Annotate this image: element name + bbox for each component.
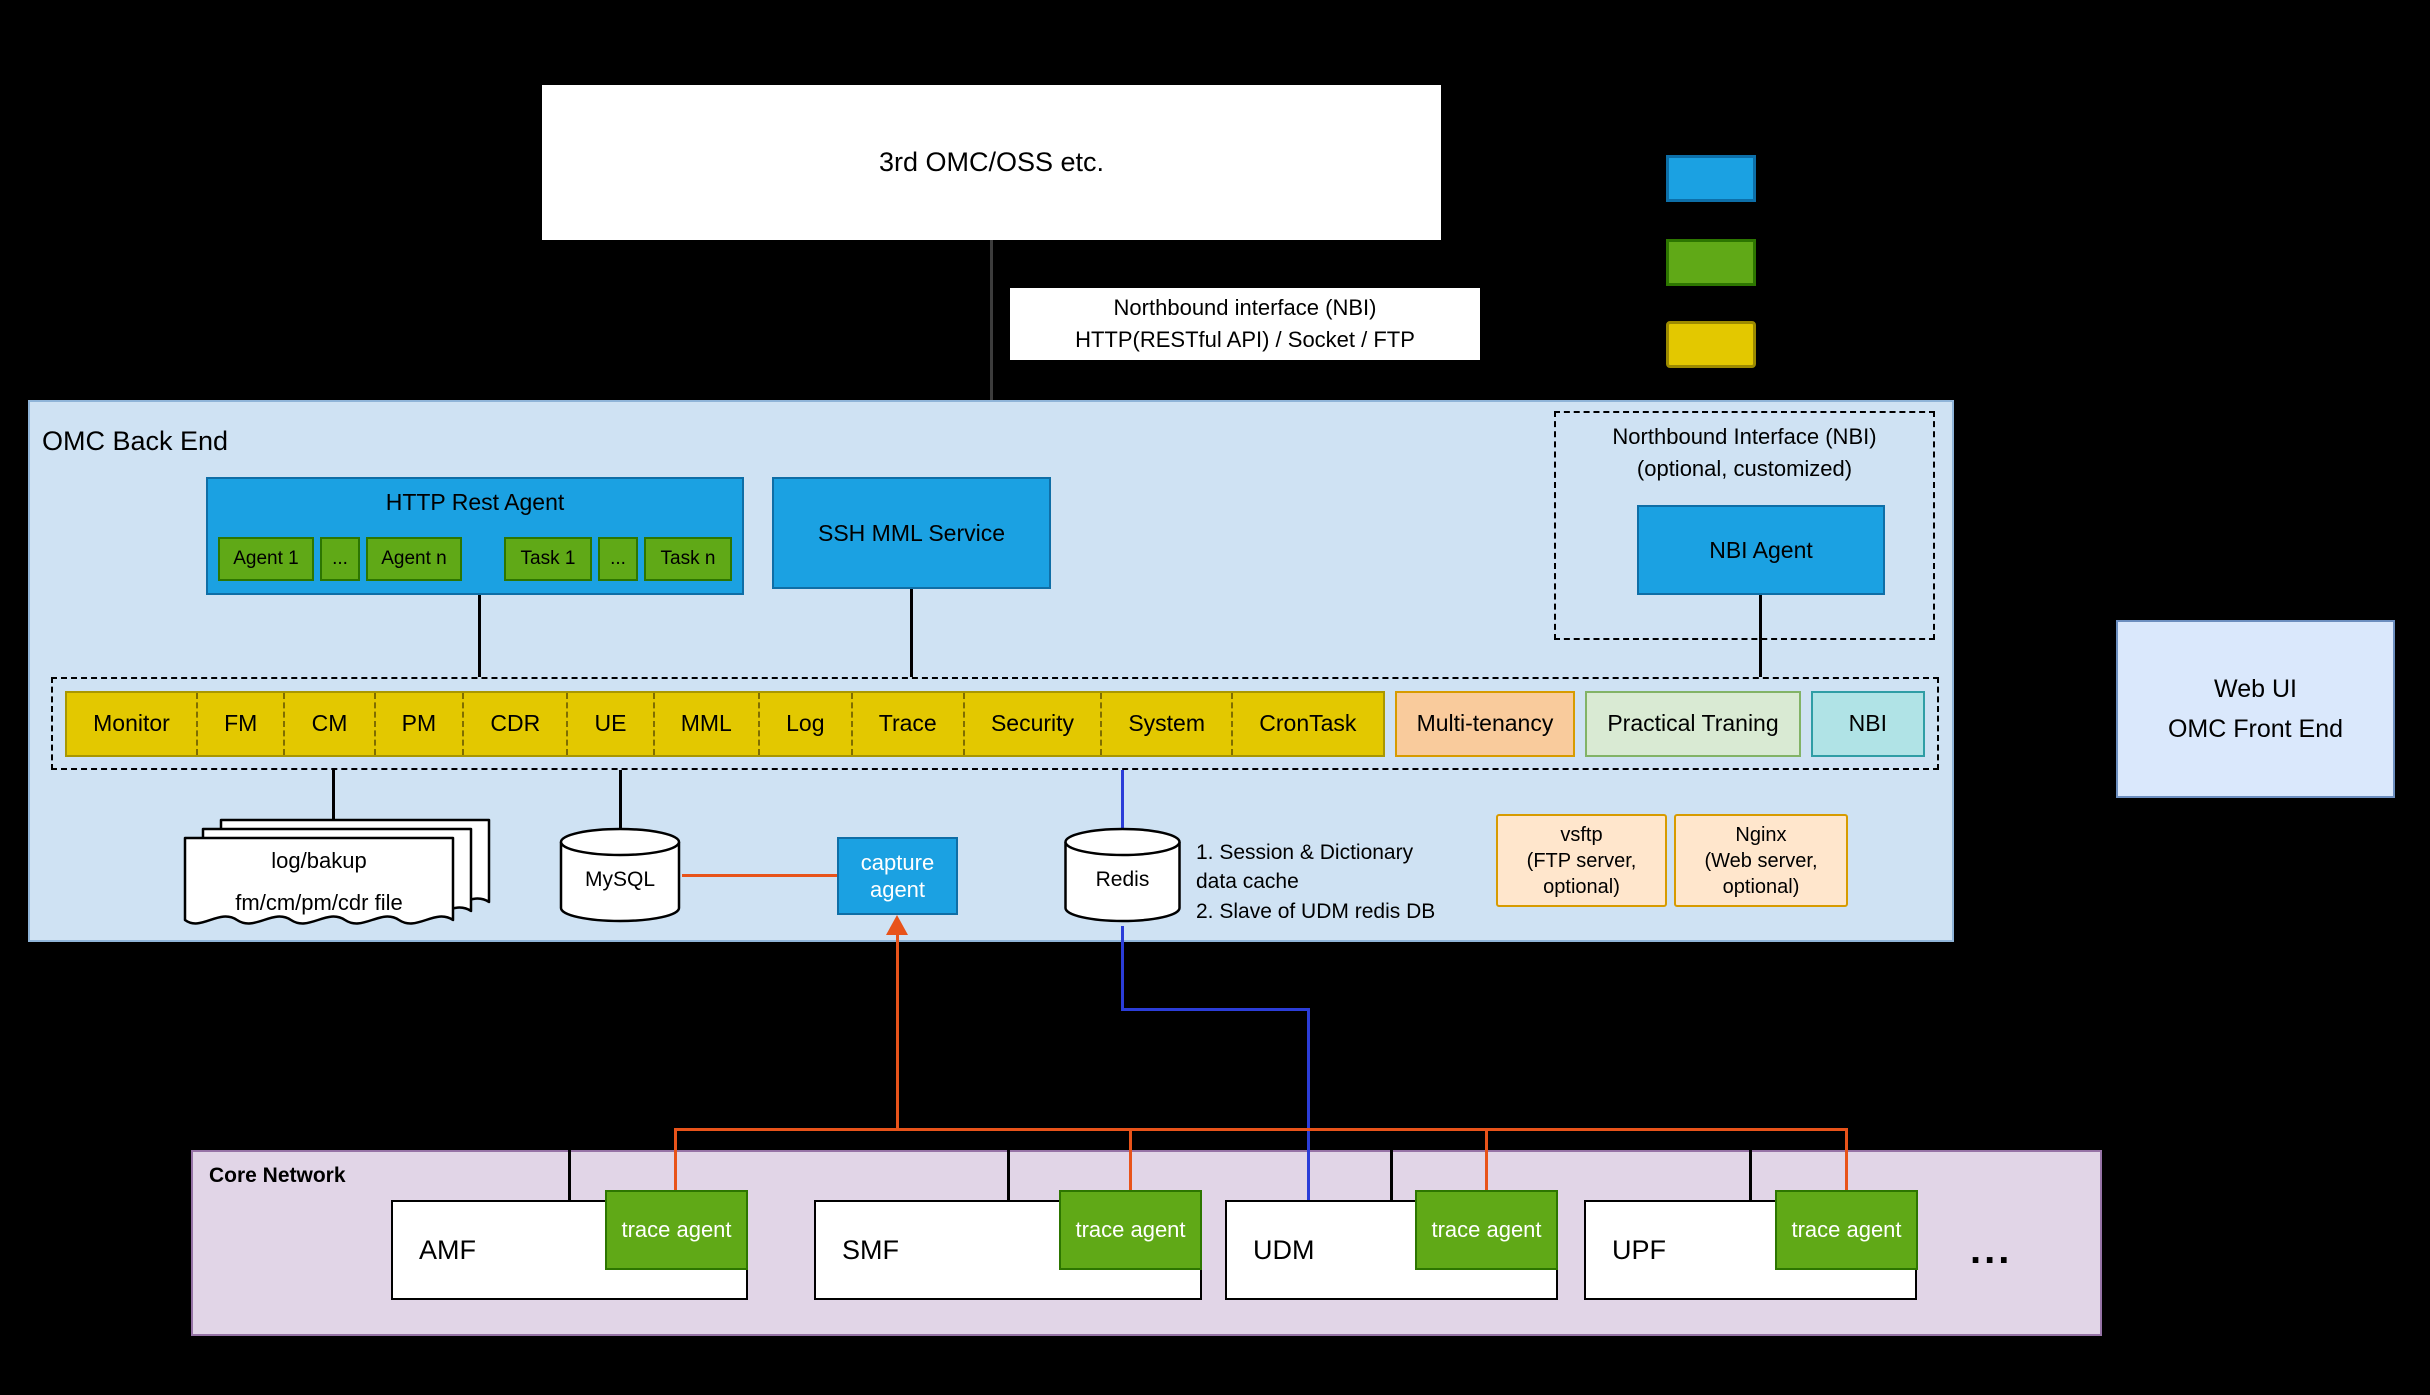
connector-core-to-upf — [1749, 1150, 1752, 1202]
connector-core-to-udm — [1390, 1150, 1393, 1202]
connector-capture-vertical — [896, 933, 899, 1130]
module-log: Log — [757, 692, 851, 755]
log-backup-files: log/bakup fm/cm/pm/cdr file — [183, 818, 493, 943]
connector-trace-bus — [674, 1128, 1848, 1131]
module-system: System — [1100, 692, 1231, 755]
module-cm: CM — [283, 692, 373, 755]
connector-core-to-amf — [568, 1150, 571, 1202]
module-fm: FM — [195, 692, 283, 755]
connector-redis-down — [1121, 926, 1124, 1010]
connector-nbiagent-to-modules — [1759, 595, 1762, 677]
nf-label-udm: UDM — [1253, 1234, 1315, 1265]
http-rest-agent-title: HTTP Rest Agent — [385, 489, 565, 515]
nbi-interface-label: Northbound interface (NBI) HTTP(RESTful … — [1010, 288, 1480, 360]
log-backup-files-label: log/bakup fm/cm/pm/cdr file — [235, 848, 403, 915]
module-mml: MML — [652, 692, 758, 755]
mysql-database: MySQL — [558, 826, 682, 926]
legend-blue-swatch — [1666, 155, 1756, 202]
trace-agent-amf: trace agent — [605, 1190, 748, 1270]
connector-core-to-smf — [1007, 1150, 1010, 1202]
connector-ssh-to-modules — [910, 589, 913, 677]
nbi-optional-container: Northbound Interface (NBI) (optional, cu… — [1554, 411, 1935, 640]
external-system-box: 3rd OMC/OSS etc. — [542, 85, 1441, 240]
module-trace: Trace — [850, 692, 963, 755]
database-cylinder-icon — [1064, 827, 1181, 923]
redis-notes: 1. Session & Dictionary data cache 2. Sl… — [1196, 841, 1436, 923]
trace-agent-smf: trace agent — [1059, 1190, 1202, 1270]
agent-1-chip: Agent 1 — [218, 537, 314, 581]
legend-green-swatch — [1666, 239, 1756, 286]
core-network-title: Core Network — [209, 1164, 346, 1187]
tasks-ellipsis-chip: ... — [598, 537, 638, 581]
task-n-chip: Task n — [644, 537, 732, 581]
agent-n-chip: Agent n — [366, 537, 462, 581]
nginx-box: Nginx (Web server, optional) — [1674, 814, 1848, 907]
nf-label-upf: UPF — [1612, 1234, 1666, 1265]
connector-httpagent-to-modules — [478, 595, 481, 677]
redis-label: Redis — [1095, 868, 1150, 891]
connector-bus-to-smf-trace — [1129, 1128, 1132, 1192]
connector-bus-to-upf-trace — [1845, 1128, 1848, 1192]
module-practical-traning: Practical Traning — [1585, 690, 1801, 757]
module-security: Security — [962, 692, 1100, 755]
ssh-mml-service-box: SSH MML Service — [772, 477, 1051, 589]
connector-modules-to-redis — [1121, 770, 1124, 828]
connector-external-to-backend — [990, 240, 993, 400]
capture-agent-box: capture agent — [837, 837, 958, 915]
external-system-label: 3rd OMC/OSS etc. — [878, 147, 1105, 177]
task-1-chip: Task 1 — [504, 537, 592, 581]
nbi-agent-box: NBI Agent — [1637, 505, 1885, 595]
module-multi-tenancy: Multi-tenancy — [1394, 690, 1576, 757]
module-crontask: CronTask — [1231, 692, 1382, 755]
module-nbi: NBI — [1810, 690, 1925, 757]
document-stack-icon — [183, 818, 491, 925]
trace-agent-upf: trace agent — [1775, 1190, 1918, 1270]
nbi-optional-title: Northbound Interface (NBI) (optional, cu… — [1612, 424, 1877, 481]
connector-bus-to-udm-trace — [1485, 1128, 1488, 1192]
connector-modules-to-mysql — [619, 770, 622, 828]
http-rest-agent-chips: Agent 1 ... Agent n Task 1 ... Task n — [218, 537, 732, 581]
capture-agent-arrowhead — [886, 915, 908, 935]
connector-redis-to-udm — [1307, 1008, 1310, 1202]
module-ue: UE — [566, 692, 652, 755]
connector-bus-to-amf-trace — [674, 1128, 677, 1192]
mysql-label: MySQL — [584, 868, 655, 891]
module-pm: PM — [373, 692, 463, 755]
module-monitor: Monitor — [93, 710, 170, 736]
module-cdr: CDR — [462, 692, 566, 755]
backend-modules-row: Monitor FM CM PM CDR UE MML Log Trace Se… — [51, 677, 1939, 770]
omc-backend-title: OMC Back End — [42, 426, 229, 456]
database-cylinder-icon — [559, 827, 681, 923]
connector-modules-to-files — [332, 770, 335, 821]
connector-redis-horizontal — [1121, 1008, 1310, 1011]
nf-label-smf: SMF — [842, 1234, 899, 1265]
vsftp-box: vsftp (FTP server, optional) — [1496, 814, 1667, 907]
web-ui-frontend-box: Web UI OMC Front End — [2116, 620, 2395, 798]
agents-ellipsis-chip: ... — [320, 537, 360, 581]
trace-agent-udm: trace agent — [1415, 1190, 1558, 1270]
modules-band: Monitor FM CM PM CDR UE MML Log Trace Se… — [65, 690, 1385, 757]
redis-database: Redis — [1062, 826, 1183, 926]
connector-mysql-to-capture — [682, 874, 837, 877]
http-rest-agent-box: HTTP Rest Agent Agent 1 ... Agent n Task… — [206, 477, 744, 595]
nf-label-amf: AMF — [419, 1234, 476, 1265]
legend-yellow-swatch — [1666, 321, 1756, 368]
core-network-ellipsis: ... — [1970, 1228, 2013, 1272]
